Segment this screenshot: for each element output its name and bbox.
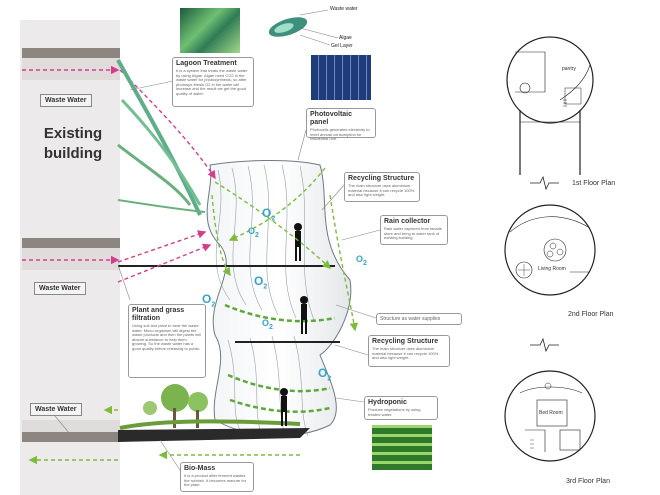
algae-label-gel-layer: Gel Layer [331, 43, 353, 49]
algae-tubes [116, 59, 206, 216]
structure-water-title: Structure as water supplies [380, 316, 441, 322]
o2-symbol: O [254, 274, 264, 288]
o2-label: O2 [254, 274, 267, 290]
recycling2-title: Recycling Structure [372, 338, 439, 345]
floor-slab-middle [22, 238, 120, 248]
building-title-line2: building [43, 145, 103, 162]
o2-sub: 2 [269, 323, 273, 331]
algae-label-algae: Algae [339, 35, 352, 41]
hydroponic-strips [224, 303, 336, 413]
pv-desc: Photocells generates electricity to meet… [310, 127, 370, 142]
callout-bio-mass: Bio-Mass It is a product after ferment w… [180, 462, 254, 492]
recycling2-desc: The main structure uses aluminium materi… [372, 346, 439, 361]
plant-title: Plant and grass filtration [132, 307, 185, 322]
waste-water-label-bottom: Waste Water [30, 403, 82, 416]
recycling1-title: Recycling Structure [348, 175, 415, 182]
o2-label: O2 [318, 366, 331, 382]
o2-symbol: O [262, 206, 272, 220]
o2-sub: 2 [271, 215, 276, 223]
o2-sub: 2 [327, 375, 332, 383]
callout-recycling-structure-1: Recycling Structure The main structure u… [344, 172, 420, 202]
o2-label: O2 [202, 292, 215, 308]
lagoon-desc: It is a system that treats the waste wat… [176, 68, 248, 96]
room-label-bed-room: Bed Room [539, 410, 563, 416]
solar-panel-photo [311, 55, 371, 100]
o2-label: O2 [262, 318, 273, 331]
floor-slab-lower [22, 432, 120, 442]
o2-label: O2 [262, 206, 275, 222]
section-break-marks [530, 175, 559, 353]
callout-lagoon-treatment: Lagoon Treatment It is a system that tre… [172, 57, 254, 107]
biomass-title: Bio-Mass [184, 465, 216, 472]
callout-recycling-structure-2: Recycling Structure The main structure u… [368, 335, 450, 367]
building-title-line1: Existing [43, 125, 103, 142]
o2-symbol: O [318, 366, 328, 380]
o2-sub: 2 [255, 231, 259, 239]
algae-photo [180, 8, 240, 53]
person-silhouettes [280, 223, 308, 426]
o2-symbol: O [202, 292, 212, 306]
callout-plant-grass-filtration: Plant and grass filtration Using soil an… [128, 304, 206, 378]
o2-sub: 2 [211, 301, 216, 309]
waste-water-label-middle: Waste Water [34, 282, 86, 295]
o2-sub: 2 [263, 283, 268, 291]
tree-group [119, 384, 301, 430]
tower-ribs [215, 164, 315, 439]
hydroponic-desc: Produce vegetations by using treated wat… [368, 407, 421, 417]
callout-structure-water-supplies: Structure as water supplies [376, 313, 462, 325]
room-label-pantry: pantry [562, 66, 576, 72]
plant-desc: Using soil and plant to treat the waste … [132, 323, 201, 351]
floor-plan-3-title: 3rd Floor Plan [566, 478, 610, 485]
floor-plan-1-drawing [506, 36, 594, 175]
waste-water-label-top: Waste Water [40, 94, 92, 107]
rain-title: Rain collector [384, 218, 431, 225]
ground-plate [118, 428, 310, 442]
callout-photovoltaic-panel: Photovoltaic panel Photocells generates … [306, 108, 376, 141]
pv-title: Photovoltaic panel [310, 111, 353, 126]
biomass-desc: It is a product after ferment wastes the… [184, 473, 247, 488]
o2-label: O2 [248, 226, 259, 239]
rain-desc: Rain water captured from facade store an… [384, 226, 443, 241]
o2-symbol: O [356, 254, 364, 264]
callout-rain-collector: Rain collector Rain water captured from … [380, 215, 448, 245]
floor-plan-2-drawing [504, 204, 596, 296]
lagoon-title: Lagoon Treatment [176, 60, 237, 67]
o2-symbol: O [248, 226, 256, 236]
o2-sub: 2 [363, 259, 367, 267]
floor-plan-2-title: 2nd Floor Plan [568, 311, 614, 318]
clean-water-flow [28, 167, 358, 465]
o2-label: O2 [356, 254, 367, 267]
hydroponic-photo [372, 425, 432, 470]
algae-tube-icon [268, 9, 339, 46]
floor-slab-top [22, 48, 120, 58]
algae-label-waste-water: Waste water [330, 6, 358, 12]
floor-plan-1-title: 1st Floor Plan [572, 180, 616, 187]
o2-symbol: O [262, 318, 270, 328]
existing-building-title: Existing building [38, 124, 108, 164]
room-label-living-room: Living Room [538, 266, 566, 272]
callout-hydroponic: Hydroponic Produce vegetations by using … [364, 396, 438, 420]
recycling1-desc: The main structure uses aluminium materi… [348, 183, 415, 198]
floor-plan-3-drawing [504, 370, 596, 462]
hydroponic-title: Hydroponic [368, 399, 407, 406]
